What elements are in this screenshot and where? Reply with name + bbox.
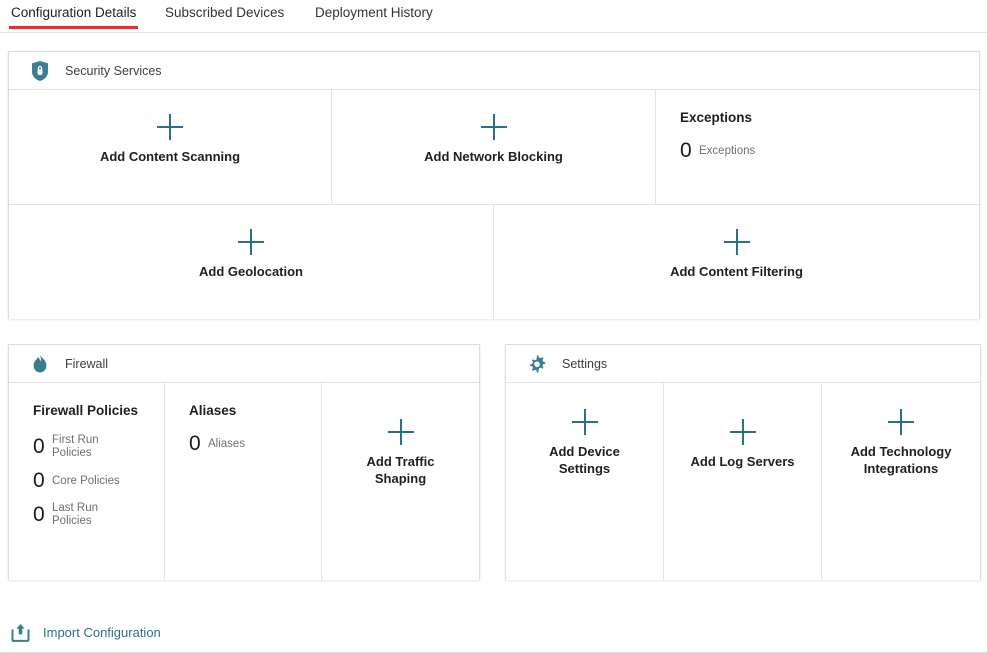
settings-card-row: Add Device Settings Add Log Servers Add … (506, 383, 980, 580)
plus-icon (723, 229, 750, 255)
exceptions-stat-row: 0 Exceptions (680, 139, 979, 162)
first-run-policies-label: First Run Policies (52, 434, 99, 459)
exceptions-count: 0 (680, 139, 692, 162)
tab-deployment-history[interactable]: Deployment History (313, 5, 435, 28)
aliases-count-label: Aliases (208, 437, 246, 450)
add-traffic-shaping-label: Add Traffic Shaping (366, 454, 435, 486)
add-device-settings-card[interactable]: Add Device Settings (506, 383, 663, 580)
add-content-scanning-card[interactable]: Add Content Scanning (9, 90, 331, 204)
core-policies-count: 0 (33, 469, 45, 492)
last-run-policies-row: 0 Last Run Policies (33, 502, 164, 528)
import-configuration-label: Import Configuration (43, 625, 161, 640)
plus-icon (480, 114, 507, 140)
last-run-policies-label: Last Run Policies (52, 502, 99, 527)
firewall-policies-card[interactable]: Firewall Policies 0 First Run Policies 0… (9, 383, 164, 580)
security-services-title: Security Services (65, 63, 162, 78)
exceptions-count-label: Exceptions (699, 144, 756, 157)
aliases-count: 0 (189, 432, 201, 455)
add-network-blocking-label: Add Network Blocking (424, 149, 563, 164)
add-log-servers-card[interactable]: Add Log Servers (663, 383, 821, 580)
add-technology-integrations-label: Add Technology Integrations (850, 444, 952, 476)
add-content-scanning-label: Add Content Scanning (99, 149, 241, 164)
first-run-policies-row: 0 First Run Policies (33, 434, 164, 460)
exceptions-card[interactable]: Exceptions 0 Exceptions (655, 90, 979, 204)
add-geolocation-label: Add Geolocation (199, 264, 303, 279)
core-policies-label: Core Policies (52, 474, 120, 487)
settings-header: Settings (506, 345, 980, 383)
tab-configuration-details[interactable]: Configuration Details (9, 5, 139, 29)
security-services-panel: Security Services Add Content Scanning A… (8, 51, 980, 319)
plus-icon (157, 114, 183, 140)
firewall-header: Firewall (9, 345, 479, 383)
add-content-filtering-card[interactable]: Add Content Filtering (493, 205, 979, 319)
firewall-policies-title: Firewall Policies (33, 403, 139, 418)
gear-icon (527, 353, 547, 375)
plus-icon (888, 409, 914, 435)
settings-panel: Settings Add Device Settings Add Log Ser… (505, 344, 981, 580)
aliases-title: Aliases (189, 403, 237, 418)
security-row-1: Add Content Scanning Add Network Blockin… (9, 90, 979, 205)
security-services-header: Security Services (9, 52, 979, 90)
add-device-settings-label: Add Device Settings (549, 444, 620, 476)
shield-lock-icon (30, 60, 50, 82)
settings-title: Settings (562, 356, 608, 371)
firewall-card-row: Firewall Policies 0 First Run Policies 0… (9, 383, 479, 580)
firewall-panel: Firewall Firewall Policies 0 First Run P… (8, 344, 480, 580)
import-configuration-link[interactable]: Import Configuration (10, 622, 161, 643)
tab-bar: Configuration Details Subscribed Devices… (0, 0, 987, 33)
tab-subscribed-devices[interactable]: Subscribed Devices (163, 5, 286, 28)
firewall-title: Firewall (65, 356, 109, 371)
aliases-card[interactable]: Aliases 0 Aliases (164, 383, 321, 580)
add-technology-integrations-card[interactable]: Add Technology Integrations (821, 383, 980, 580)
add-geolocation-card[interactable]: Add Geolocation (9, 205, 493, 319)
flame-icon (30, 353, 50, 375)
plus-icon (571, 409, 598, 435)
first-run-policies-count: 0 (33, 435, 45, 458)
add-traffic-shaping-card[interactable]: Add Traffic Shaping (321, 383, 479, 580)
core-policies-row: 0 Core Policies (33, 469, 164, 492)
add-network-blocking-card[interactable]: Add Network Blocking (331, 90, 655, 204)
aliases-stat-row: 0 Aliases (189, 432, 321, 455)
plus-icon (238, 229, 264, 255)
add-content-filtering-label: Add Content Filtering (670, 264, 803, 279)
plus-icon (729, 419, 756, 445)
last-run-policies-count: 0 (33, 503, 45, 526)
security-row-2: Add Geolocation Add Content Filtering (9, 205, 979, 319)
upload-icon (10, 622, 31, 643)
plus-icon (387, 419, 414, 445)
add-log-servers-label: Add Log Servers (690, 454, 795, 469)
exceptions-title: Exceptions (680, 110, 753, 125)
